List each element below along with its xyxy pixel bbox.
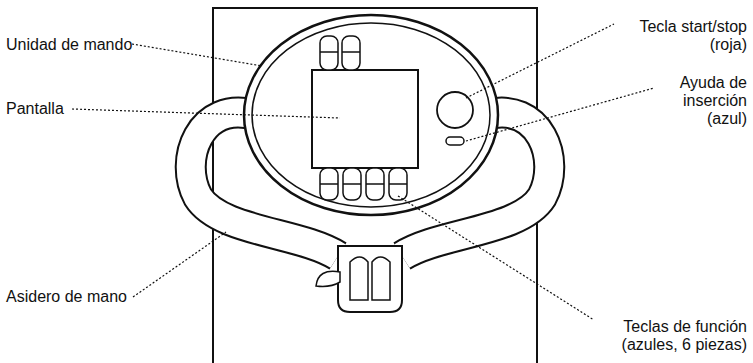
stem bbox=[316, 246, 402, 312]
part-label: Tecla start/stop (roja) bbox=[619, 18, 747, 54]
control-unit bbox=[244, 15, 498, 215]
part-label: Pantalla bbox=[6, 100, 96, 118]
part-label: Ayuda de inserción (azul) bbox=[659, 74, 747, 128]
frame bbox=[213, 8, 537, 363]
part-label: Unidad de mando bbox=[6, 36, 146, 54]
part-label: Asidero de mano bbox=[6, 288, 146, 306]
part-label: Teclas de función (azules, 6 piezas) bbox=[595, 318, 747, 354]
display-screen bbox=[312, 70, 418, 168]
insertion-aid bbox=[446, 137, 464, 145]
leader-lines bbox=[72, 24, 654, 320]
